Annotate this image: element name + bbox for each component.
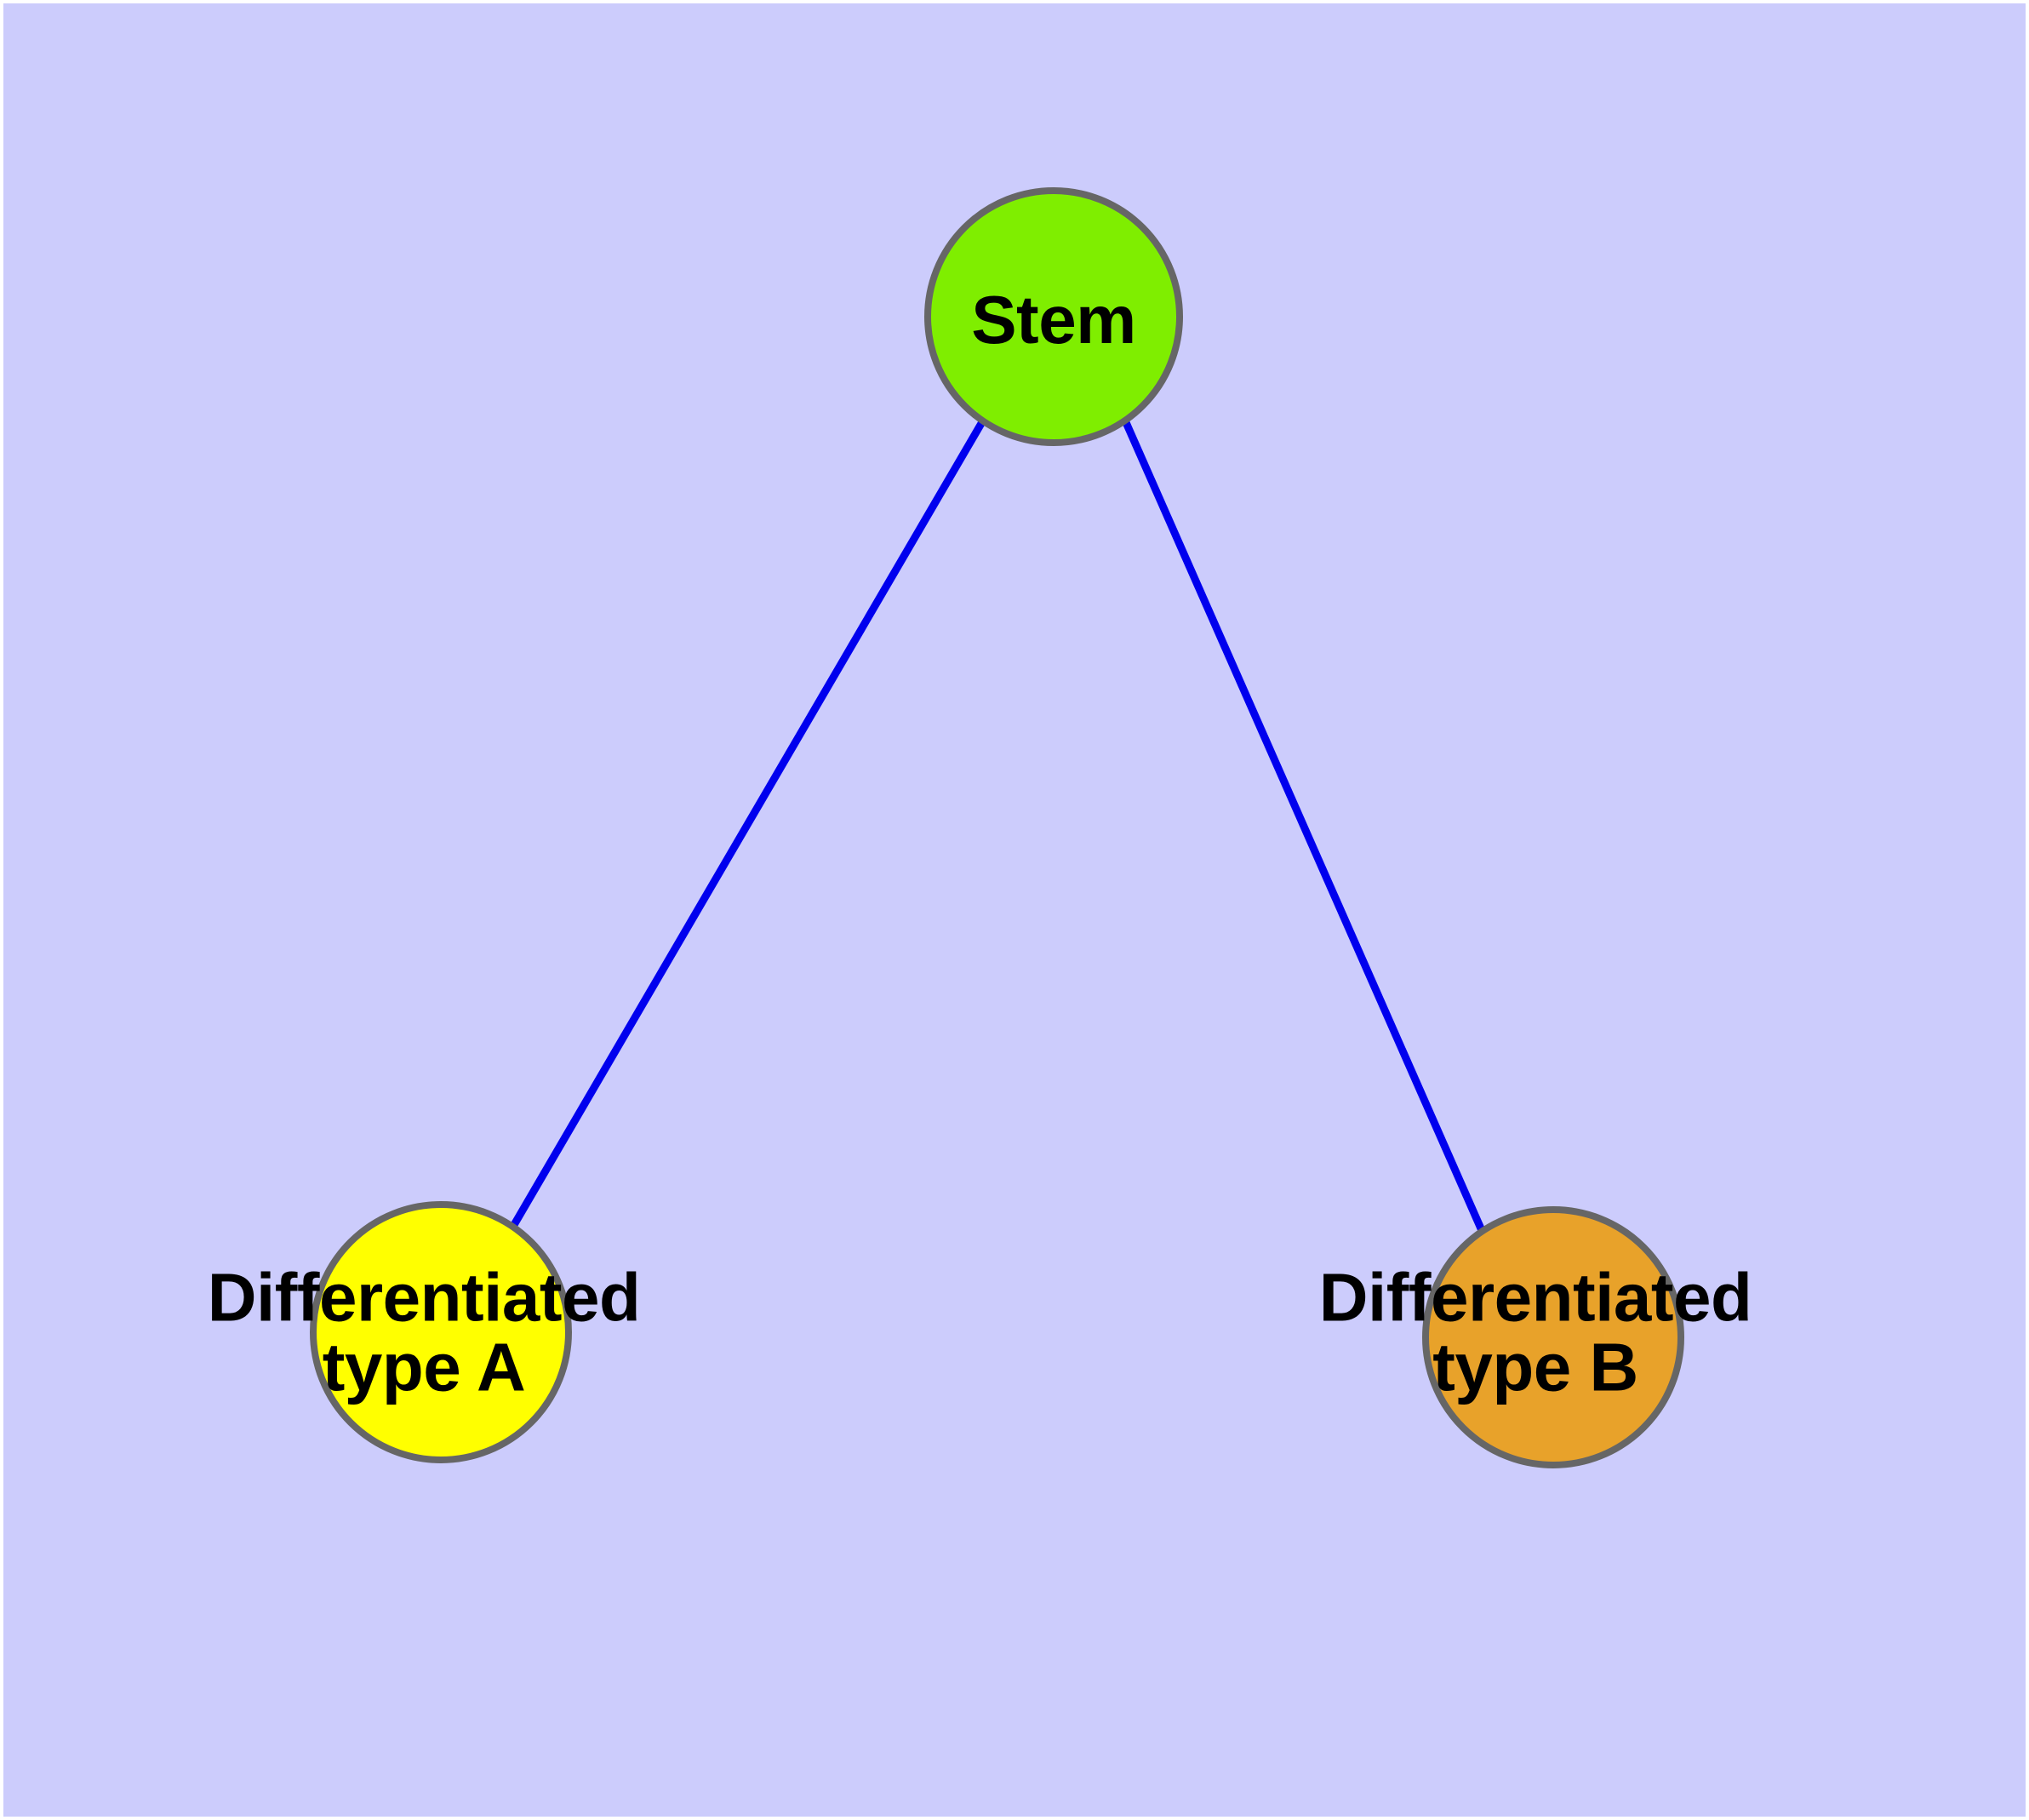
edge-stem-to-diff-b[interactable] [1121, 419, 1488, 1236]
edge-layer [508, 418, 1488, 1236]
node-diff-b-circle[interactable] [1422, 1206, 1684, 1468]
diagram-canvas: Stem Differentiated type A Differentiate… [3, 3, 2026, 1817]
node-diff-a-circle[interactable] [310, 1201, 572, 1463]
graph-svg [310, 187, 1684, 1468]
node-layer [310, 187, 1684, 1468]
node-stem-circle[interactable] [924, 187, 1183, 446]
edge-stem-to-diff-a[interactable] [508, 418, 986, 1232]
